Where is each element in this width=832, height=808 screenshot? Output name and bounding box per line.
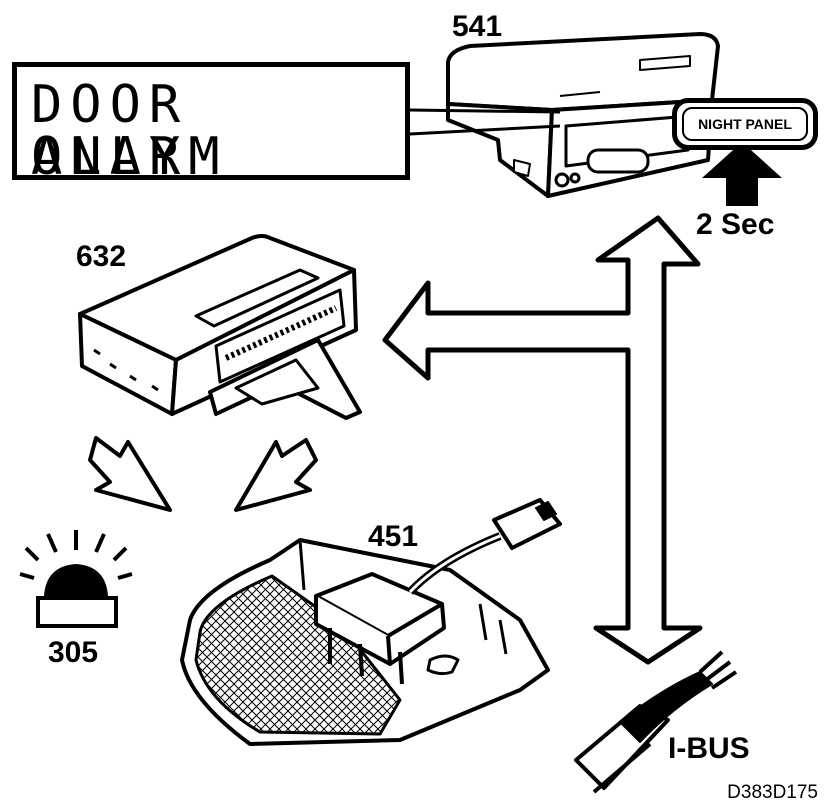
display-line-1: DOOR ALARM: [31, 75, 228, 187]
arrow-icon: [234, 438, 318, 512]
lamp-label: 451: [368, 520, 419, 553]
display-line-2: ONLY: [31, 127, 189, 187]
bus-label: I-BUS: [668, 732, 750, 765]
reference-code: D383D175: [727, 782, 818, 803]
warning-light-icon: [19, 530, 133, 628]
door-alarm-display: DOOR ALARM ONLY: [12, 62, 410, 187]
interior-lamp-icon: [180, 498, 562, 746]
duration-label: 2 Sec: [696, 208, 775, 241]
radio-label: 541: [452, 10, 503, 43]
radio-unit-icon: [446, 32, 720, 198]
night-panel-button[interactable]: NIGHT PANEL: [672, 98, 818, 150]
night-panel-label: NIGHT PANEL: [698, 116, 792, 132]
control-module-icon: [78, 234, 362, 420]
beacon-label: 305: [48, 636, 99, 669]
arrow-icon: [88, 436, 172, 512]
bus-arrow-icon: [382, 215, 703, 665]
bus-connector-icon: [574, 650, 738, 794]
press-arrow-icon: [702, 142, 782, 206]
module-label: 632: [76, 240, 127, 273]
display-leader: [409, 108, 561, 136]
